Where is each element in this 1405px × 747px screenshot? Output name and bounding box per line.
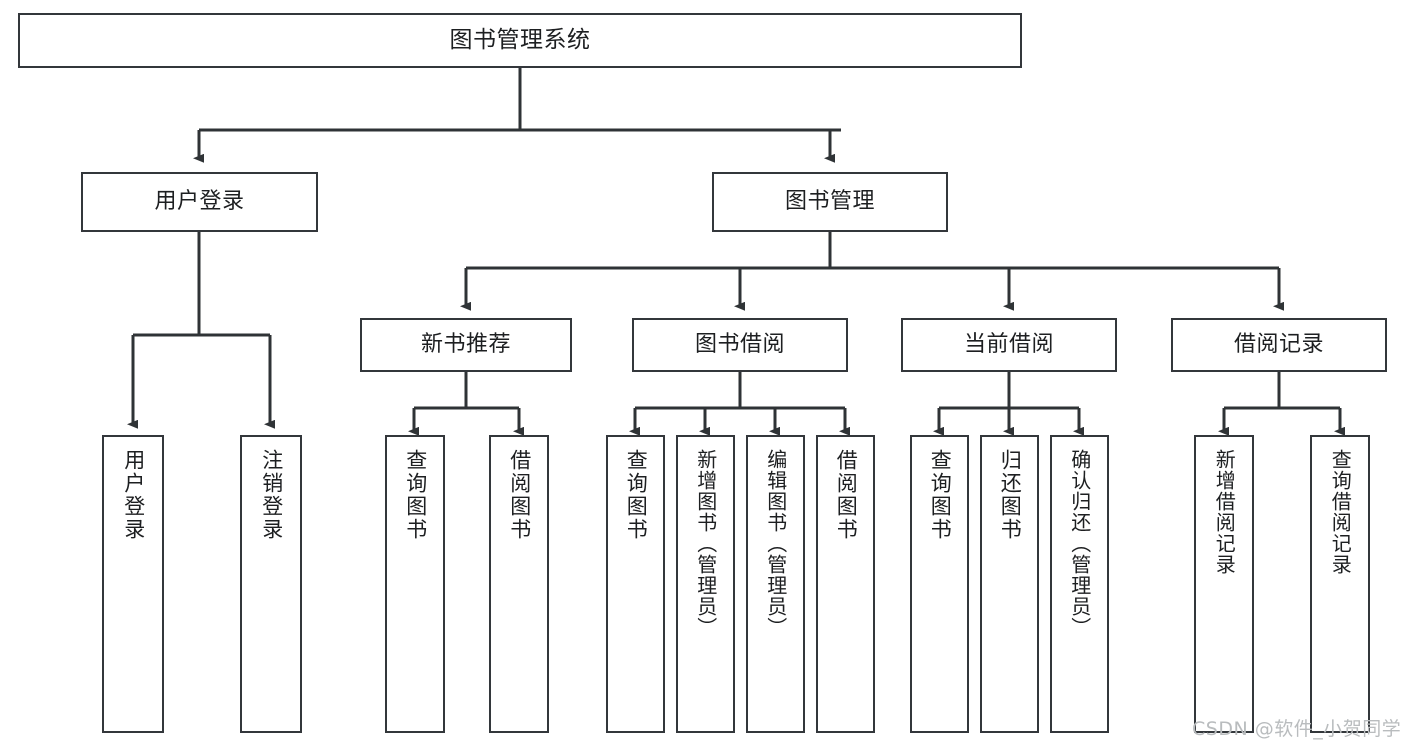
leaf-nb-borrow-book[interactable]: 借阅图书 <box>489 435 549 733</box>
node-root-system[interactable]: 图书管理系统 <box>18 13 1022 68</box>
leaf-bb-query-book[interactable]: 查询图书 <box>606 435 665 733</box>
node-book-management-label: 图书管理 <box>784 188 875 214</box>
node-user-login[interactable]: 用户登录 <box>81 172 318 232</box>
leaf-logout-label: 注销登录 <box>259 449 284 541</box>
node-book-borrow-label: 图书借阅 <box>694 331 785 357</box>
leaf-bb-edit-book-admin-label: 编辑图书（管理员） <box>763 449 788 638</box>
leaf-br-query-record-label: 查询借阅记录 <box>1328 449 1353 575</box>
leaf-bb-add-book-admin[interactable]: 新增图书（管理员） <box>676 435 735 733</box>
leaf-nb-query-book[interactable]: 查询图书 <box>385 435 445 733</box>
leaf-nb-borrow-book-label: 借阅图书 <box>507 449 532 541</box>
node-new-book-recommend[interactable]: 新书推荐 <box>360 318 572 372</box>
node-borrow-record[interactable]: 借阅记录 <box>1171 318 1387 372</box>
node-borrow-record-label: 借阅记录 <box>1233 331 1324 357</box>
leaf-user-login[interactable]: 用户登录 <box>102 435 164 733</box>
leaf-bb-edit-book-admin[interactable]: 编辑图书（管理员） <box>746 435 805 733</box>
leaf-cb-confirm-return-admin[interactable]: 确认归还（管理员） <box>1050 435 1109 733</box>
leaf-cb-return-book[interactable]: 归还图书 <box>980 435 1039 733</box>
leaf-cb-query-book-label: 查询图书 <box>928 449 953 541</box>
leaf-bb-query-book-label: 查询图书 <box>624 449 649 541</box>
leaf-logout[interactable]: 注销登录 <box>240 435 302 733</box>
leaf-nb-query-book-label: 查询图书 <box>403 449 428 541</box>
leaf-cb-return-book-label: 归还图书 <box>998 449 1023 541</box>
leaf-cb-query-book[interactable]: 查询图书 <box>910 435 969 733</box>
leaf-bb-borrow-book-label: 借阅图书 <box>834 449 859 541</box>
node-root-system-label: 图书管理系统 <box>449 26 591 53</box>
node-current-borrow[interactable]: 当前借阅 <box>901 318 1117 372</box>
leaf-br-add-record[interactable]: 新增借阅记录 <box>1194 435 1254 733</box>
leaf-bb-add-book-admin-label: 新增图书（管理员） <box>693 449 718 638</box>
node-user-login-label: 用户登录 <box>154 188 245 214</box>
node-current-borrow-label: 当前借阅 <box>963 331 1054 357</box>
node-book-management[interactable]: 图书管理 <box>712 172 948 232</box>
node-new-book-recommend-label: 新书推荐 <box>420 331 511 357</box>
leaf-user-login-label: 用户登录 <box>121 449 146 541</box>
leaf-br-query-record[interactable]: 查询借阅记录 <box>1310 435 1370 733</box>
node-book-borrow[interactable]: 图书借阅 <box>632 318 848 372</box>
leaf-bb-borrow-book[interactable]: 借阅图书 <box>816 435 875 733</box>
leaf-br-add-record-label: 新增借阅记录 <box>1212 449 1237 575</box>
leaf-cb-confirm-return-admin-label: 确认归还（管理员） <box>1067 449 1092 638</box>
